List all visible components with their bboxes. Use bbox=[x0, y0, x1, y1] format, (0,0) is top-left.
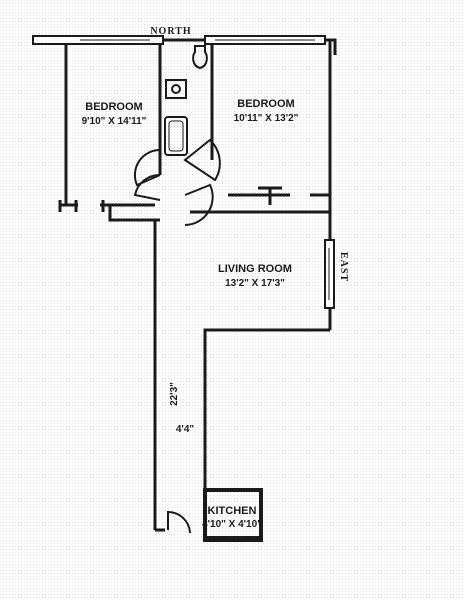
door-swing-kitchen bbox=[167, 510, 191, 534]
kitchen-outline bbox=[203, 488, 263, 542]
door-swing-left-bedroom bbox=[133, 148, 161, 187]
walls bbox=[32, 35, 337, 542]
door-swing-right-bedroom bbox=[184, 183, 214, 226]
left-bedroom-dims: 9'10" X 14'11" bbox=[82, 116, 147, 127]
toilet-icon bbox=[192, 45, 208, 70]
kitchen-name: KITCHEN bbox=[208, 505, 257, 517]
compass-east-label: EAST bbox=[338, 252, 349, 282]
living-room-south-wall bbox=[203, 328, 330, 490]
left-bedroom-name: BEDROOM bbox=[85, 101, 142, 113]
living-room-dims: 13'2" X 17'3" bbox=[225, 278, 285, 289]
bathroom-fixtures bbox=[164, 45, 208, 156]
hallway-length: 22'3" bbox=[169, 382, 180, 406]
right-bedroom-name: BEDROOM bbox=[237, 98, 294, 110]
compass-north-label: NORTH bbox=[150, 26, 191, 37]
sink-icon bbox=[165, 79, 187, 99]
bathtub-icon bbox=[164, 116, 188, 156]
right-bedroom-dims: 10'11" X 13'2" bbox=[234, 113, 299, 124]
hallway-width: 4'4" bbox=[176, 424, 195, 435]
kitchen-dims: 4'10" X 4'10" bbox=[202, 519, 262, 530]
door-swing-hallway bbox=[133, 173, 161, 201]
doors bbox=[133, 138, 221, 534]
living-room-name: LIVING ROOM bbox=[218, 263, 292, 275]
door-swing-bath bbox=[183, 138, 221, 182]
